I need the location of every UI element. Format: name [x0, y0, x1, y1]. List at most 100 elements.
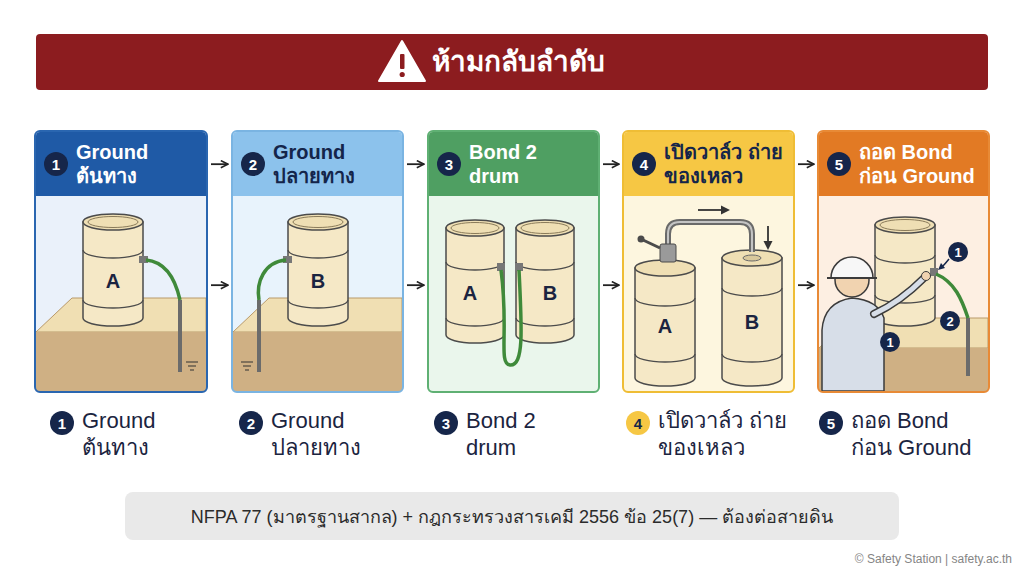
warning-dot — [400, 72, 405, 77]
callout-number: 1 — [948, 242, 968, 262]
ground-wire — [258, 260, 286, 300]
step-caption: Ground ต้นทาง — [82, 408, 204, 462]
drum-letter: B — [745, 312, 759, 332]
drum-letter: B — [311, 271, 325, 291]
title-band — [36, 34, 988, 90]
drum-top — [288, 214, 348, 230]
step-number: 1 — [50, 411, 74, 435]
panel-fill — [231, 130, 404, 393]
flow-arrow-head — [764, 241, 773, 250]
panel-3-art — [446, 220, 574, 365]
valve-handle — [643, 240, 660, 248]
clamp — [515, 263, 523, 271]
step-number: 1 — [44, 152, 68, 176]
flow-arrow-head — [721, 206, 730, 215]
callout-number: 1 — [880, 332, 900, 352]
step-caption: Bond 2 drum — [466, 408, 550, 462]
flow-arrow — [603, 163, 619, 165]
panel-1-art — [36, 214, 206, 391]
panel-header: 4 เปิดวาล์ว ถ่ายของเหลว — [624, 132, 793, 196]
drum-rib — [875, 255, 935, 263]
drum-letter: A — [658, 316, 672, 336]
drum-body — [722, 258, 782, 386]
transfer-pipe — [668, 222, 752, 262]
standard-reference: NFPA 77 (มาตรฐานสากล) + กฎกระทรวงสารเคมี… — [191, 502, 833, 531]
ground-rod — [257, 300, 261, 372]
panel-header: 2Ground ปลายทาง — [233, 132, 402, 196]
ground-rod — [178, 300, 182, 372]
warning-mark — [400, 54, 405, 69]
step-caption: Ground ปลายทาง — [271, 408, 399, 462]
watermark: © Safety Station | safety.ac.th — [855, 552, 1012, 566]
panel-2-art — [233, 214, 402, 391]
step-number: 5 — [827, 152, 851, 176]
drum-rib — [446, 262, 504, 270]
step-caption: ถอด Bond ก่อน Ground — [851, 408, 975, 462]
flow-arrow — [211, 284, 228, 286]
drum-rib — [635, 298, 695, 306]
step-number: 3 — [434, 411, 458, 435]
drum-rib — [635, 354, 695, 362]
ground-rod — [966, 318, 970, 376]
step-title: Ground ต้นทาง — [76, 140, 194, 188]
panel-header: 3 Bond 2 drum — [429, 132, 598, 196]
drum-letter: A — [463, 283, 477, 303]
drum-body — [516, 228, 574, 343]
drum-rim — [293, 217, 343, 228]
step-number: 4 — [626, 411, 650, 435]
drum-top — [446, 220, 504, 236]
drum-body — [635, 268, 695, 386]
standard-note: NFPA 77 (มาตรฐานสากล) + กฎกระทรวงสารเคมี… — [125, 492, 899, 540]
flow-arrow — [211, 163, 228, 165]
drum-rib — [288, 250, 348, 258]
step-number: 5 — [819, 411, 843, 435]
panel-5-art — [819, 217, 988, 391]
step-number: 4 — [632, 152, 656, 176]
pipe-shine — [668, 222, 752, 262]
step-number: 3 — [437, 152, 461, 176]
callout-number: 2 — [940, 311, 960, 331]
step-number: 2 — [241, 152, 265, 176]
earth-symbol — [186, 362, 198, 370]
step-panel: 2Ground ปลายทาง — [231, 130, 404, 393]
panel-fill — [817, 130, 990, 393]
flow-arrow — [798, 163, 814, 165]
drum-rim — [451, 223, 499, 234]
drum-rib — [83, 300, 143, 308]
helmet-brim — [827, 277, 877, 279]
step-panel: 1 Ground ต้นทาง — [34, 130, 208, 393]
drum-rib — [288, 300, 348, 308]
safety-helmet — [831, 257, 873, 278]
panel-4-art — [635, 206, 782, 387]
step-panel: 4 เปิดวาล์ว ถ่ายของเหลว — [622, 130, 795, 393]
earth-symbol — [241, 362, 253, 370]
title-text: ห้ามกลับลำดับ — [432, 34, 605, 90]
flow-arrow — [798, 284, 814, 286]
pump-valve — [660, 244, 676, 262]
drum-rim — [880, 220, 930, 231]
flow-arrow — [407, 284, 424, 286]
ground-wire — [146, 260, 180, 300]
drum-rib — [83, 250, 143, 258]
drum-body — [875, 225, 935, 326]
drum-letter: B — [543, 283, 557, 303]
flow-arrow — [407, 163, 424, 165]
drum-rib — [722, 288, 782, 296]
worker-arm — [874, 278, 924, 314]
clamp — [497, 263, 505, 271]
step-title: Bond 2 drum — [469, 140, 555, 188]
step-title: เปิดวาล์ว ถ่ายของเหลว — [664, 140, 785, 188]
step-caption: เปิดวาล์ว ถ่ายของเหลว — [658, 408, 792, 462]
drum-rim — [88, 217, 138, 228]
worker-hand — [922, 272, 931, 281]
warning-icon — [379, 41, 425, 81]
drum-letter: A — [106, 271, 120, 291]
worker-sleeve — [874, 278, 924, 314]
drum-top — [875, 217, 935, 233]
leader-head — [938, 263, 945, 270]
